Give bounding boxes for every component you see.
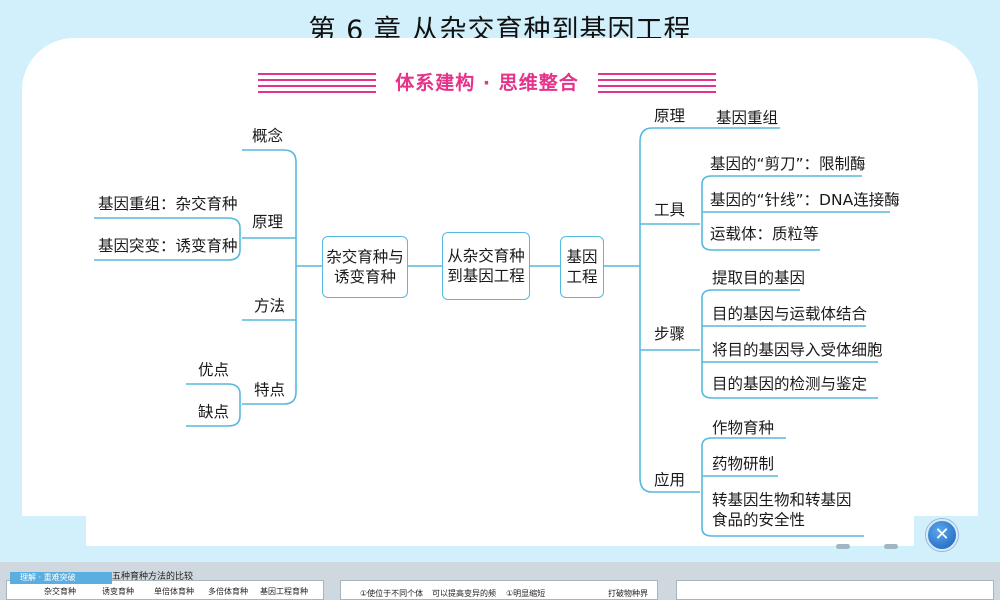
thumbnail-column: 基因工程育种 — [260, 587, 308, 596]
right-tools-item: 运载体：质粒等 — [710, 225, 819, 243]
nav-dot — [836, 544, 850, 549]
left-feature-item: 优点 — [198, 361, 230, 379]
thumbnail-tag: 理解 · 重难突破 — [10, 572, 112, 584]
left-feature-item: 缺点 — [198, 403, 230, 421]
slide-thumbnail[interactable] — [676, 580, 994, 600]
right-application-label: 应用 — [654, 471, 686, 489]
thumbnail-cell: ①明显缩短 — [506, 589, 546, 598]
left-feature-label: 特点 — [254, 381, 286, 399]
right-steps-item: 将目的基因导入受体细胞 — [712, 341, 883, 359]
right-application-item: 作物育种 — [712, 419, 775, 437]
right-application-item: 转基因生物和转基因 食品的安全性 — [712, 491, 852, 529]
right-principle-label: 原理 — [654, 107, 686, 125]
genetic-engineering-node: 基因 工程 — [560, 236, 604, 298]
left-concept-label: 概念 — [252, 127, 284, 145]
section-banner: 体系建构 · 思维整合 — [258, 68, 716, 98]
thumbnail-column: 单倍体育种 — [154, 587, 194, 596]
close-icon[interactable]: ✕ — [926, 519, 958, 551]
nav-dot — [884, 544, 898, 549]
right-tools-label: 工具 — [654, 201, 686, 219]
right-steps-item: 目的基因的检测与鉴定 — [712, 375, 868, 393]
content-panel-extension — [86, 480, 914, 546]
left-principle-label: 原理 — [252, 213, 284, 231]
left-principle-item: 基因突变：诱变育种 — [98, 237, 238, 255]
banner-title: 体系建构 · 思维整合 — [376, 69, 598, 97]
right-steps-item: 提取目的基因 — [712, 269, 806, 287]
right-application-item: 药物研制 — [712, 455, 775, 473]
left-principle-item: 基因重组：杂交育种 — [98, 195, 238, 213]
thumbnail-cell: 打破物种界 — [608, 589, 648, 598]
thumbnail-cell: ①使位于不同个体 — [360, 589, 424, 598]
right-tools-item: 基因的“剪刀”：限制酶 — [710, 155, 866, 173]
left-method-label: 方法 — [254, 297, 286, 315]
thumbnail-column: 多倍体育种 — [208, 587, 248, 596]
thumbnail-column: 诱变育种 — [102, 587, 134, 596]
hybrid-mutation-breeding-node: 杂交育种与 诱变育种 — [322, 236, 408, 298]
right-steps-item: 目的基因与运载体结合 — [712, 305, 868, 323]
central-topic: 从杂交育种 到基因工程 — [442, 232, 530, 300]
right-steps-label: 步骤 — [654, 325, 686, 343]
thumbnail-heading: 五种育种方法的比较 — [112, 572, 194, 582]
right-principle-item: 基因重组 — [716, 109, 779, 127]
right-tools-item: 基因的“针线”：DNA连接酶 — [710, 191, 900, 209]
thumbnail-column: 杂交育种 — [44, 587, 76, 596]
thumbnail-cell: 可以提高变异的频 — [432, 589, 496, 598]
